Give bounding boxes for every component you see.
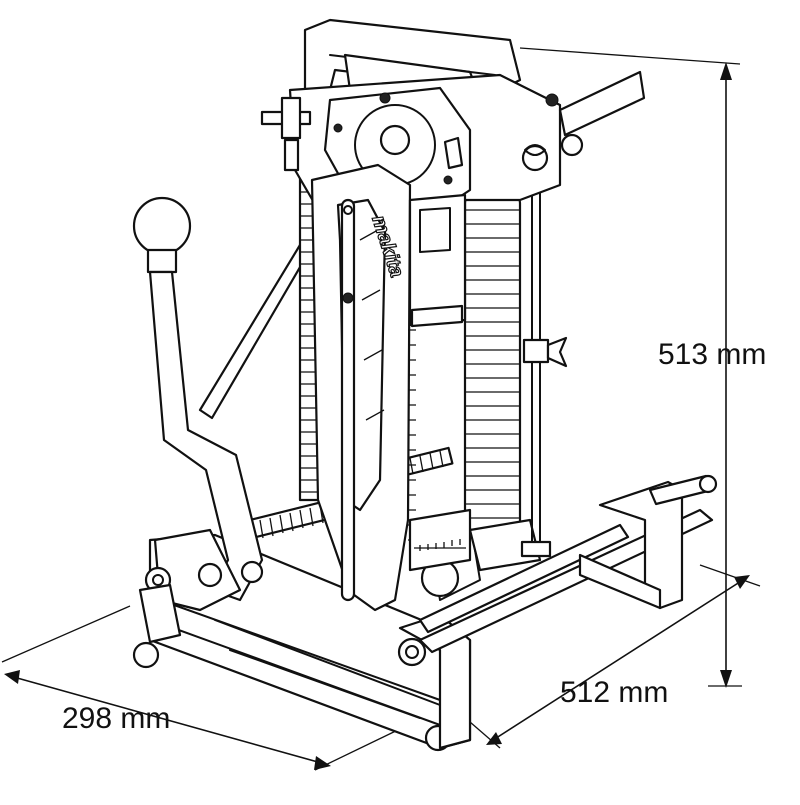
scale-plate — [408, 508, 472, 572]
height-dimension-line — [519, 47, 742, 688]
width-dimension-label: 298 mm — [62, 702, 171, 735]
depth-dimension-line — [469, 564, 761, 749]
depth-stop-rod — [520, 189, 568, 558]
depth-dimension-label: 512 mm — [560, 676, 669, 709]
lever-handle — [132, 196, 264, 644]
height-dimension-label: 513 mm — [658, 338, 767, 371]
lever-link-rod — [198, 243, 312, 420]
chain-cutter-bar — [310, 163, 416, 612]
clamp-rails — [418, 474, 718, 654]
right-spring-column — [463, 193, 542, 572]
adjust-bolt — [260, 96, 312, 172]
chain-bracket — [408, 193, 467, 328]
spring-knob — [521, 144, 549, 172]
